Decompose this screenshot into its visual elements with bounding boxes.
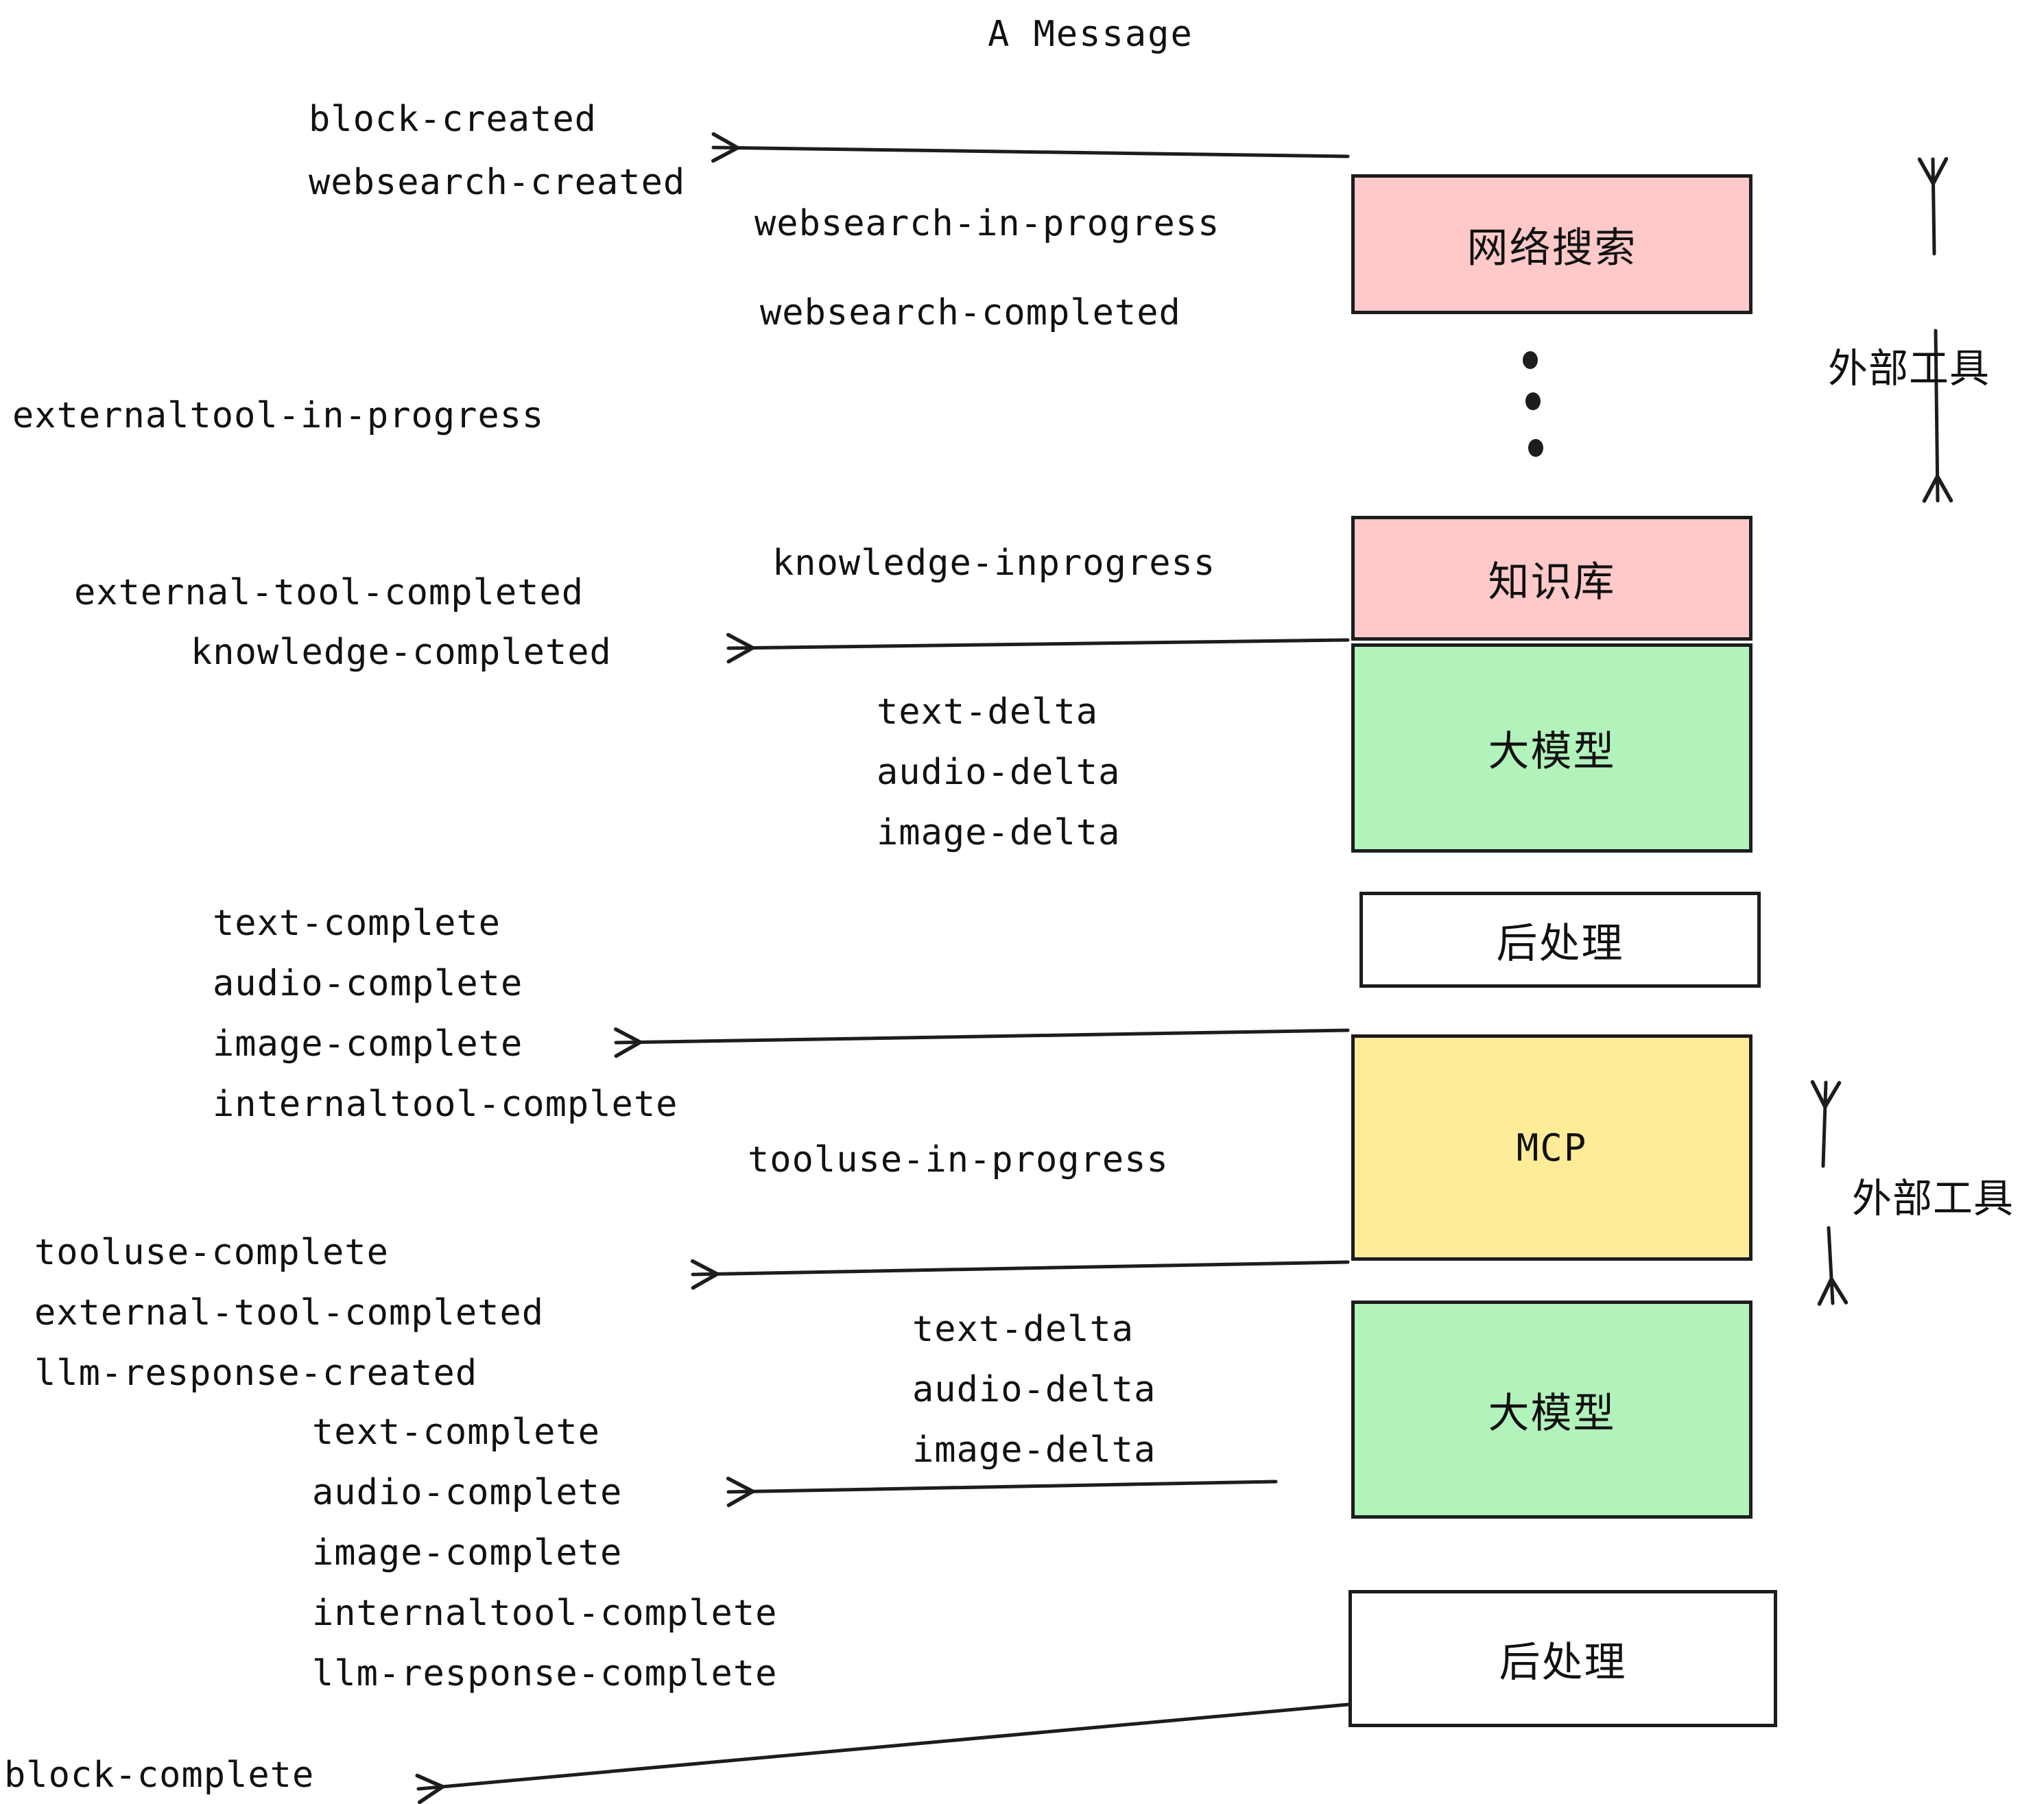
- ellipsis-dot-2: [1525, 392, 1541, 410]
- event-audio-delta-1: audio-delta: [877, 752, 1121, 793]
- node-websearch[interactable]: 网络搜索: [1351, 174, 1752, 314]
- event-internaltool-complete-2: internaltool-complete: [312, 1593, 778, 1634]
- node-websearch-label: 网络搜索: [1466, 224, 1637, 272]
- arrow-llm2-to-audio-complete: [726, 1476, 1278, 1508]
- arrow-llm1-to-image-complete: [613, 1027, 1350, 1058]
- node-knowledge-label: 知识库: [1488, 558, 1616, 606]
- event-image-delta-1: image-delta: [877, 812, 1121, 853]
- event-websearch-created: websearch-created: [309, 162, 686, 203]
- node-llm-2-label: 大模型: [1488, 1389, 1616, 1438]
- node-postprocess-1[interactable]: 后处理: [1359, 892, 1761, 988]
- label-external-tools-top: 外部工具: [1828, 345, 1990, 392]
- event-llm-response-complete: llm-response-complete: [312, 1653, 778, 1694]
- event-text-delta-2: text-delta: [912, 1309, 1134, 1350]
- node-mcp[interactable]: MCP: [1351, 1034, 1752, 1261]
- event-image-complete-2: image-complete: [312, 1532, 623, 1574]
- event-knowledge-inprogress: knowledge-inprogress: [772, 543, 1216, 584]
- event-text-complete-1: text-complete: [213, 903, 501, 944]
- event-audio-complete-2: audio-complete: [312, 1472, 623, 1513]
- arrow-post2-to-block-complete: [415, 1702, 1350, 1804]
- event-external-tool-completed-1: external-tool-completed: [74, 572, 584, 613]
- event-externaltool-in-progress: externaltool-in-progress: [12, 395, 545, 436]
- event-block-created: block-created: [309, 99, 597, 140]
- node-postprocess-2-label: 后处理: [1499, 1638, 1627, 1687]
- event-image-delta-2: image-delta: [912, 1429, 1156, 1471]
- event-audio-complete-1: audio-complete: [213, 963, 523, 1004]
- diagram-title: A Message: [988, 14, 1193, 55]
- event-external-tool-completed-2: external-tool-completed: [34, 1292, 545, 1333]
- node-mcp-label: MCP: [1516, 1126, 1588, 1170]
- node-llm-2[interactable]: 大模型: [1351, 1301, 1752, 1519]
- arrow-external-tools-top-up: [1917, 156, 1949, 256]
- label-external-tools-bottom: 外部工具: [1852, 1175, 2015, 1222]
- event-image-complete-1: image-complete: [213, 1023, 523, 1065]
- arrow-external-tools-bottom-up: [1810, 1080, 1842, 1168]
- event-knowledge-completed: knowledge-completed: [191, 632, 612, 673]
- event-text-delta-1: text-delta: [877, 691, 1099, 733]
- ellipsis-dot-3: [1528, 439, 1543, 457]
- node-postprocess-1-label: 后处理: [1496, 919, 1624, 968]
- arrow-mcp-to-tooluse-complete: [690, 1259, 1350, 1290]
- node-postprocess-2[interactable]: 后处理: [1348, 1590, 1777, 1727]
- event-llm-response-created: llm-response-created: [34, 1353, 478, 1394]
- event-text-complete-2: text-complete: [312, 1412, 600, 1453]
- arrow-knowledge-to-completed: [726, 632, 1350, 664]
- event-tooluse-in-progress: tooluse-in-progress: [748, 1139, 1169, 1180]
- node-llm-1-label: 大模型: [1488, 728, 1616, 776]
- event-tooluse-complete: tooluse-complete: [34, 1232, 389, 1273]
- event-audio-delta-2: audio-delta: [912, 1369, 1156, 1410]
- event-websearch-completed: websearch-completed: [760, 292, 1181, 333]
- node-llm-1[interactable]: 大模型: [1351, 643, 1752, 853]
- arrow-websearch-to-block-created: [711, 132, 1350, 163]
- arrow-external-tools-bottom-down: [1817, 1226, 1849, 1306]
- ellipsis-dot-1: [1523, 351, 1538, 369]
- event-block-complete: block-complete: [4, 1755, 315, 1796]
- node-knowledge[interactable]: 知识库: [1351, 516, 1752, 641]
- event-websearch-in-progress: websearch-in-progress: [754, 203, 1220, 244]
- event-internaltool-complete-1: internaltool-complete: [213, 1084, 678, 1125]
